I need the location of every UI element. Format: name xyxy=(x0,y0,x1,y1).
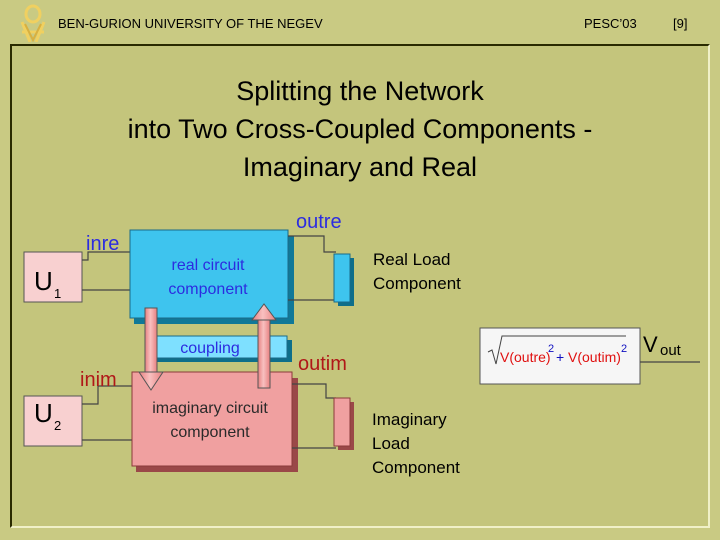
formula-exponent: 2 xyxy=(548,343,554,355)
real-block-line: component xyxy=(168,281,248,298)
real-load-label: Real Load Component xyxy=(373,250,461,293)
real-load-resistor xyxy=(333,253,354,306)
imaginary-circuit-block: imaginary circuit component xyxy=(131,371,298,472)
slide-number: [9] xyxy=(673,16,688,31)
outim-label: outim xyxy=(298,353,347,375)
coupling-arrow-down xyxy=(138,307,164,391)
output-wires xyxy=(288,235,336,449)
outre-label: outre xyxy=(296,211,342,233)
source-u2-subscript: 2 xyxy=(54,418,61,433)
source-u1-subscript: 1 xyxy=(54,286,61,301)
imag-block-line: imaginary circuit xyxy=(152,400,268,417)
vout-subscript: out xyxy=(660,342,682,359)
imaginary-load-label: Imaginary Load Component xyxy=(372,410,460,477)
formula-exponent: 2 xyxy=(621,343,627,355)
vout-symbol: V xyxy=(643,332,658,357)
sqrt-icon xyxy=(487,335,626,365)
source-u2-letter: U xyxy=(34,398,53,428)
content-panel xyxy=(10,44,710,528)
title-line: Imaginary and Real xyxy=(242,152,478,182)
formula-plus: + xyxy=(556,349,564,365)
vout-formula-block: V(outre) 2 + V(outim) 2 V out xyxy=(479,327,700,385)
source-u2: U 2 xyxy=(23,395,83,447)
real-block-line: real circuit xyxy=(172,257,245,274)
title-line: Splitting the Network xyxy=(236,76,484,106)
coupling-label: coupling xyxy=(180,340,240,357)
input-wires xyxy=(82,251,136,441)
inim-label: inim xyxy=(80,369,117,391)
title-line: into Two Cross-Coupled Components - xyxy=(127,114,593,144)
formula-term-outre: V(outre) xyxy=(500,349,551,365)
university-logo xyxy=(20,4,46,42)
coupling-bar: coupling xyxy=(144,335,292,362)
source-u1: U 1 xyxy=(23,251,83,303)
source-u1-letter: U xyxy=(34,266,53,296)
slide-title: Splitting the Network into Two Cross-Cou… xyxy=(0,72,720,186)
university-name: BEN-GURION UNIVERSITY OF THE NEGEV xyxy=(58,16,323,31)
coupling-arrow-up xyxy=(251,303,277,389)
imag-block-line: component xyxy=(170,424,250,441)
conference-label: PESC’03 xyxy=(584,16,637,31)
formula-term-outim: V(outim) xyxy=(568,349,621,365)
imaginary-load-resistor xyxy=(333,397,354,450)
inre-label: inre xyxy=(86,233,119,255)
